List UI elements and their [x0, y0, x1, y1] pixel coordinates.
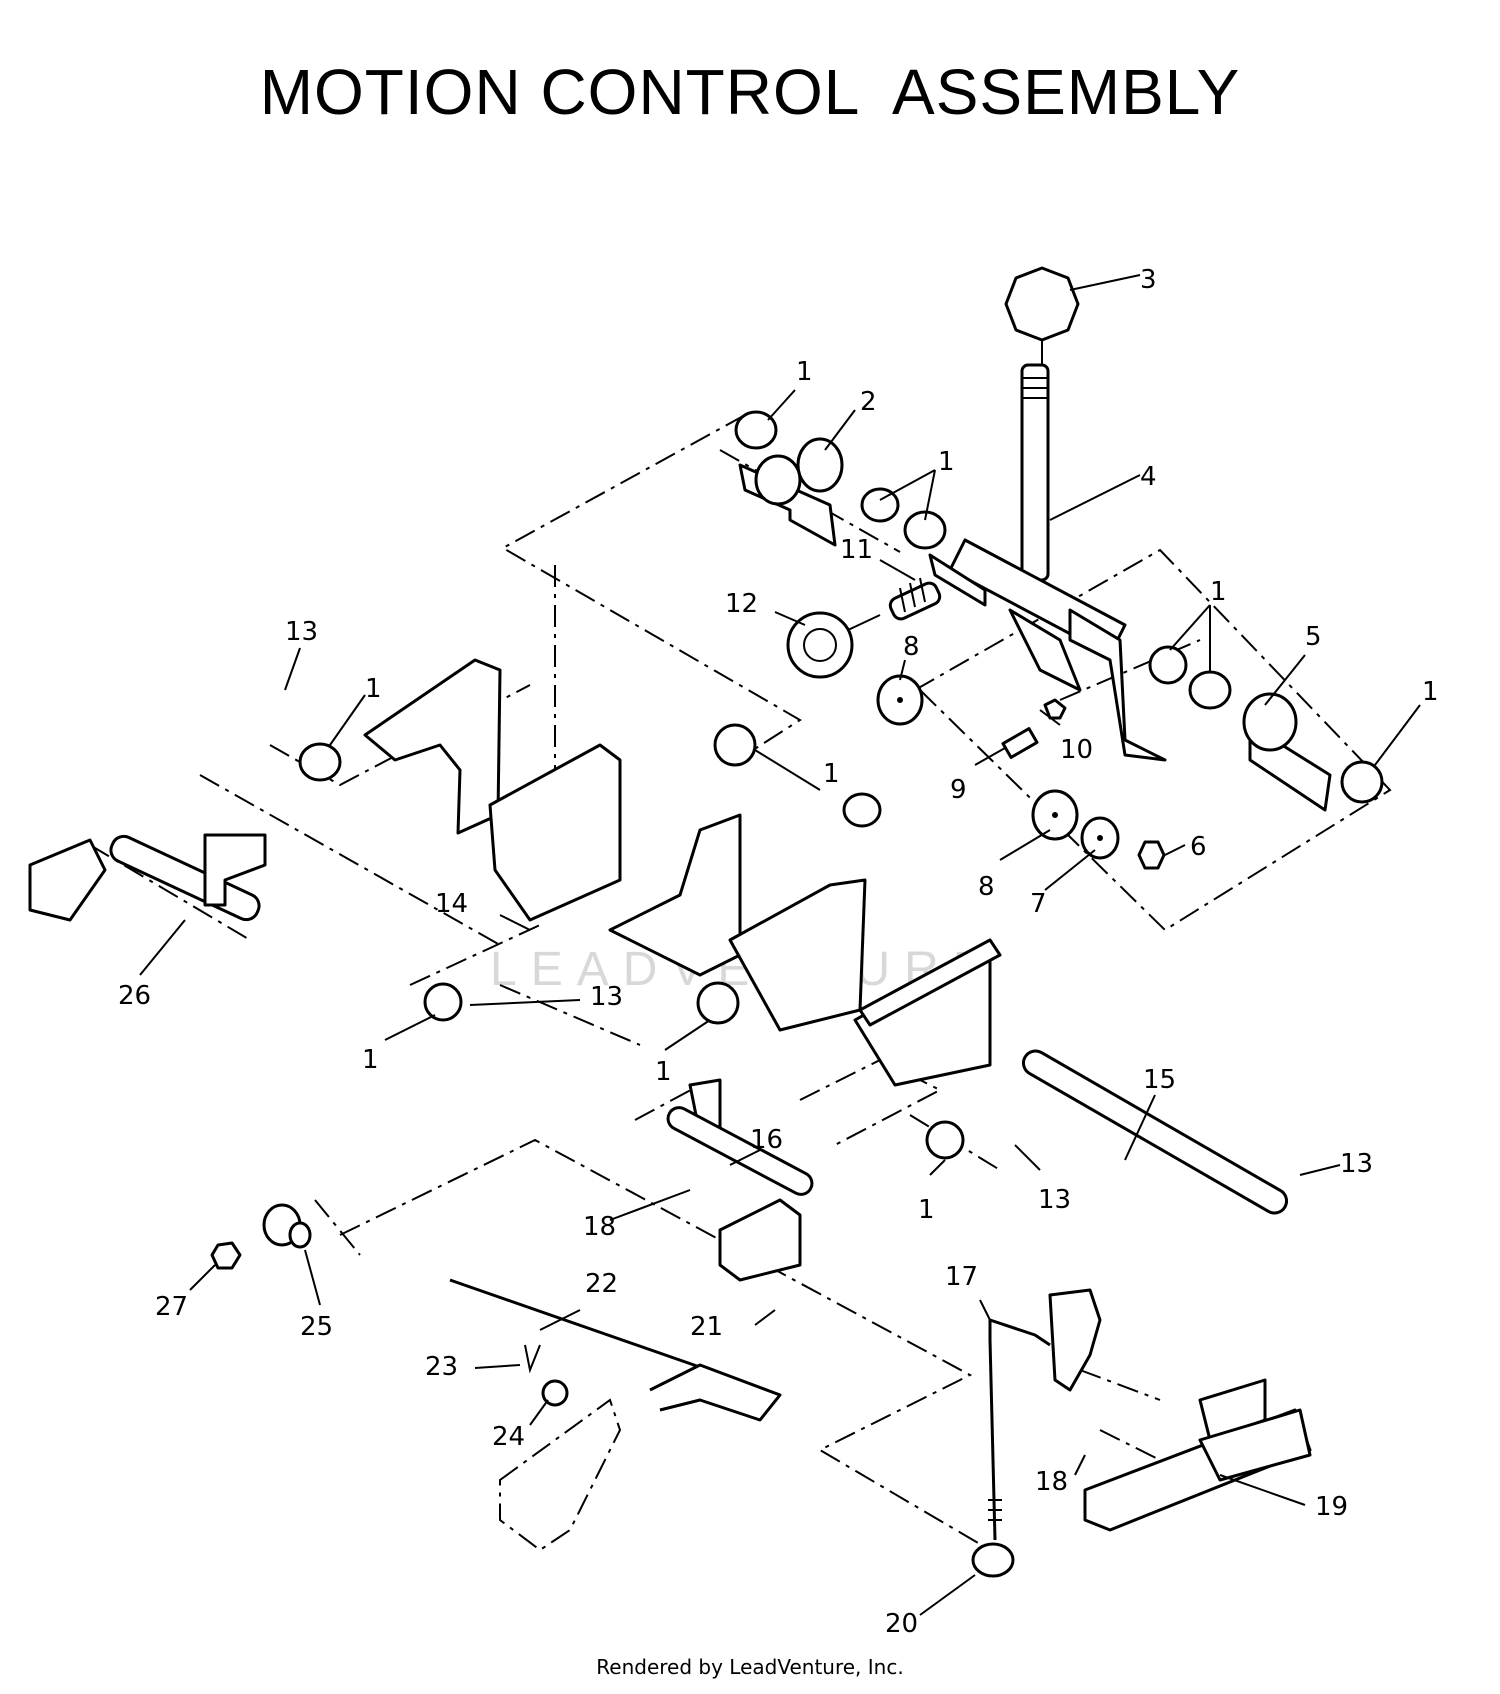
callout-7: 7	[1030, 889, 1047, 919]
part-adjust-rod	[449, 1278, 782, 1422]
part-control-rod	[988, 1318, 1051, 1541]
callout-13: 13	[285, 617, 318, 647]
callout-4: 4	[1140, 462, 1157, 492]
part-pivot-shaft-left	[28, 833, 267, 922]
part-shift-lever	[1020, 363, 1050, 582]
callout-1: 1	[1210, 577, 1227, 607]
part-upper-shaft	[928, 538, 1167, 762]
part-long-shaft	[1021, 1049, 1289, 1215]
part-washer-24	[541, 1379, 569, 1407]
part-arm-bushing-left	[738, 437, 844, 547]
callout-10: 10	[1060, 735, 1093, 765]
diagram-title: MOTION CONTROL ASSEMBLY	[259, 56, 1241, 128]
callout-18: 18	[1035, 1467, 1068, 1497]
callout-13: 13	[1340, 1149, 1373, 1179]
callout-1: 1	[823, 759, 840, 789]
part-ferrule	[262, 1203, 312, 1249]
part-bracket-phantom	[499, 1398, 622, 1552]
part-nylon-bushings	[298, 410, 1384, 1160]
callout-17: 17	[945, 1262, 978, 1292]
part-knob	[1004, 266, 1080, 365]
callout-2: 2	[860, 387, 877, 417]
callout-1: 1	[918, 1195, 935, 1225]
part-center-plates	[363, 658, 1002, 1087]
callout-11: 11	[840, 535, 873, 565]
callout-13: 13	[590, 982, 623, 1012]
callout-1: 1	[938, 447, 955, 477]
callout-3: 3	[1140, 265, 1157, 295]
callout-15: 15	[1143, 1065, 1176, 1095]
callout-6: 6	[1190, 832, 1207, 862]
callout-12: 12	[725, 589, 758, 619]
render-credit: Rendered by LeadVenture, Inc.	[596, 1655, 904, 1679]
callout-24: 24	[492, 1422, 525, 1452]
callout-1: 1	[1422, 677, 1439, 707]
part-star-knob	[786, 611, 881, 679]
callout-1: 1	[362, 1045, 379, 1075]
callout-5: 5	[1305, 622, 1322, 652]
callout-20: 20	[885, 1609, 918, 1639]
callout-16: 16	[750, 1125, 783, 1155]
part-rod-ferrule	[971, 1542, 1015, 1578]
part-hex-nut	[210, 1241, 242, 1270]
part-lower-shaft	[666, 1078, 814, 1282]
callout-18: 18	[583, 1212, 616, 1242]
callout-21: 21	[690, 1312, 723, 1342]
callout-23: 23	[425, 1352, 458, 1382]
callout-25: 25	[300, 1312, 333, 1342]
leader-lines	[139, 274, 1421, 1616]
callout-1: 1	[655, 1057, 672, 1087]
part-arm-bushing-right	[1242, 692, 1332, 812]
callout-13: 13	[1038, 1185, 1071, 1215]
callout-1: 1	[796, 357, 813, 387]
callout-19: 19	[1315, 1492, 1348, 1522]
part-spring	[888, 577, 942, 621]
callout-8: 8	[903, 632, 920, 662]
part-foot-pedal	[1048, 1288, 1312, 1532]
part-washers	[876, 674, 1166, 870]
callout-8: 8	[978, 872, 995, 902]
callout-22: 22	[585, 1269, 618, 1299]
callout-1: 1	[365, 674, 382, 704]
callout-27: 27	[155, 1292, 188, 1322]
part-cotter-pin	[524, 1344, 541, 1374]
callout-9: 9	[950, 775, 967, 805]
callout-26: 26	[118, 981, 151, 1011]
callout-14: 14	[435, 889, 468, 919]
callout-labels: 1 2 1 3 4 11 12 8 1 5 1 10 9 1 8 7 6 13 …	[118, 265, 1439, 1639]
